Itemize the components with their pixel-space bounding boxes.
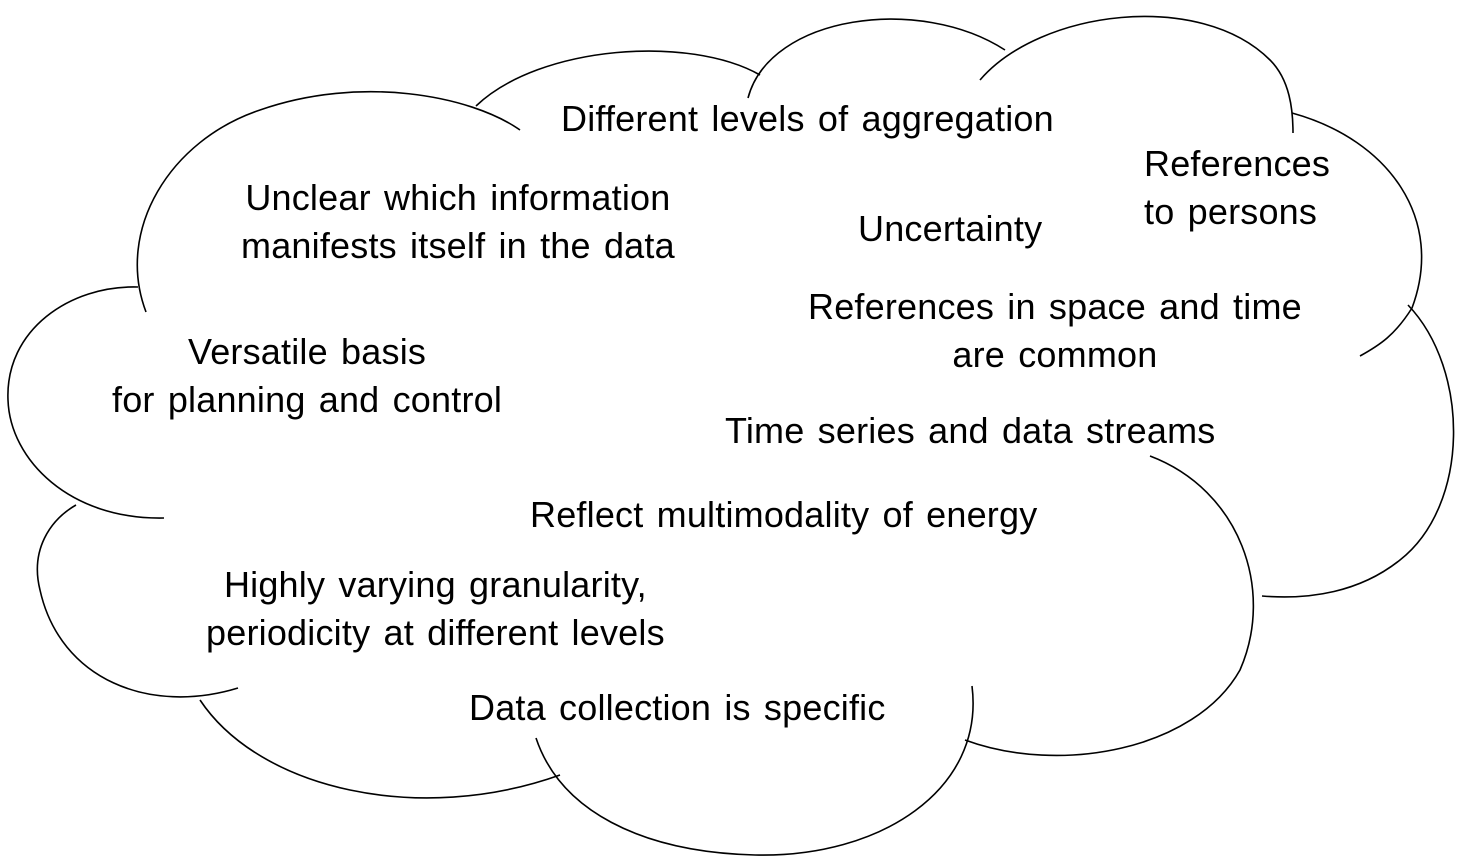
phrase-uncertainty: Uncertainty xyxy=(858,205,1042,253)
cloud-lobe xyxy=(1291,112,1423,357)
cloud-lobe xyxy=(475,50,761,107)
phrase-line: Highly varying granularity, xyxy=(223,564,647,605)
cloud-lobe xyxy=(535,685,974,856)
phrase-line: periodicity at different levels xyxy=(206,612,665,653)
phrase-line: Uncertainty xyxy=(858,208,1043,249)
cloud-lobe xyxy=(136,90,521,313)
phrase-line: Different levels of aggregation xyxy=(561,98,1054,139)
phrase-line: References xyxy=(1144,143,1331,184)
cloud-lobe xyxy=(979,15,1294,134)
phrase-line: Data collection is specific xyxy=(469,687,886,728)
phrase-time-series: Time series and data streams xyxy=(725,407,1215,455)
cloud-lobe xyxy=(7,286,165,519)
cloud-lobe xyxy=(964,455,1255,757)
cloud-lobe xyxy=(1261,304,1455,598)
phrase-line: Reflect multimodality of energy xyxy=(530,494,1038,535)
phrase-aggregation: Different levels of aggregation xyxy=(561,95,1054,143)
phrase-line: for planning and control xyxy=(112,379,503,420)
phrase-line: Time series and data streams xyxy=(725,410,1216,451)
cloud-lobe xyxy=(36,504,239,698)
phrase-line: Unclear which information xyxy=(245,177,671,218)
cloud-lobe xyxy=(199,699,561,799)
phrase-line: Versatile basis xyxy=(187,331,427,372)
cloud-lobe xyxy=(747,18,1006,99)
phrase-line: are common xyxy=(952,334,1158,375)
phrase-granularity: Highly varying granularity, periodicity … xyxy=(206,561,665,657)
phrase-references-to-persons: References to persons xyxy=(1144,140,1330,236)
phrase-data-collection: Data collection is specific xyxy=(469,684,886,732)
phrase-multimodality: Reflect multimodality of energy xyxy=(530,491,1037,539)
phrase-line: manifests itself in the data xyxy=(241,225,675,266)
phrase-versatile-basis: Versatile basis for planning and control xyxy=(112,328,502,424)
phrase-references-space-time: References in space and time are common xyxy=(808,283,1302,379)
phrase-unclear-information: Unclear which information manifests itse… xyxy=(241,174,675,270)
phrase-line: References in space and time xyxy=(808,286,1302,327)
phrase-line: to persons xyxy=(1144,191,1318,232)
